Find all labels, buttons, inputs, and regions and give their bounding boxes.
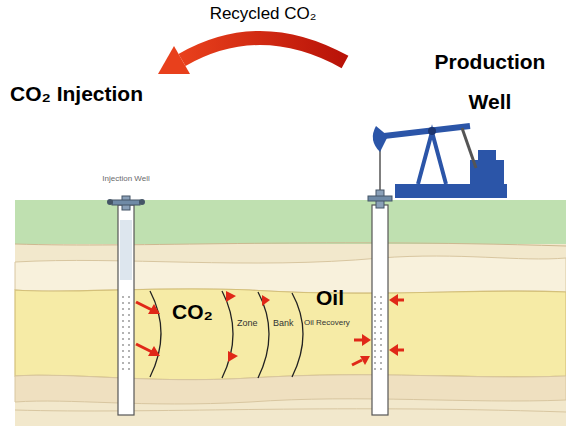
arrow-label: Recycled CO₂ [183, 4, 343, 24]
perforations [120, 292, 132, 374]
perforations [374, 292, 386, 374]
stratum [15, 375, 566, 404]
stratum [15, 256, 566, 293]
zone-label: Oil Recovery [304, 318, 356, 328]
front-lines [150, 291, 303, 378]
well-caption: Injection Well [96, 174, 156, 184]
topsoil [15, 200, 566, 244]
pumpjack [373, 126, 507, 198]
zone-label: Bank [273, 318, 299, 329]
injection-wellhead [107, 196, 145, 210]
zone-label: Zone [237, 318, 263, 329]
stratum-line [15, 409, 566, 412]
tubing [120, 220, 132, 280]
production-wellhead [368, 190, 392, 208]
flow-arrows [136, 291, 404, 365]
well-title: CO₂ Injection [10, 82, 170, 106]
production-well-pipe [372, 205, 388, 415]
zone-label: CO₂ [172, 300, 224, 324]
strata [15, 244, 566, 426]
well-title: Production Well [420, 42, 560, 122]
injection-well-pipe [118, 205, 134, 415]
recycle-arrow [182, 38, 345, 62]
zone-label: Oil [316, 286, 356, 310]
reservoir-layer [15, 289, 566, 380]
recycle-arrowhead [158, 46, 190, 74]
stratum-line [15, 243, 566, 246]
